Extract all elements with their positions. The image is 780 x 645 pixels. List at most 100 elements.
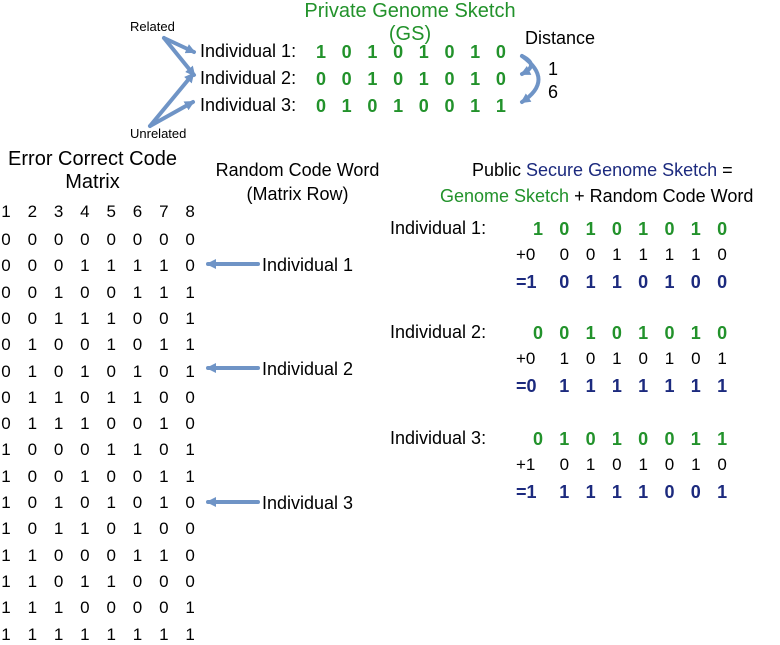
matrix-cell: 1 — [159, 335, 169, 355]
matrix-cell: 0 — [1, 414, 11, 434]
pointer-label-individual-2: Individual 2 — [262, 359, 354, 379]
matrix-cell: 1 — [27, 335, 38, 355]
unrelated-arrow-1 — [148, 72, 195, 128]
matrix-cell: 0 — [1, 361, 11, 381]
public-title-eq: = — [717, 160, 733, 180]
public-gs-bit: 1 — [690, 219, 701, 239]
public-title-line1: Public Secure Genome Sketch = — [472, 160, 733, 181]
matrix-cell: 0 — [106, 519, 116, 539]
matrix-cell: 1 — [132, 624, 143, 644]
private-individual-label: Individual 1: — [200, 41, 297, 61]
matrix-column-header: 4 — [80, 202, 90, 221]
public-individual-label: Individual 1: — [390, 218, 487, 238]
private-bit: 0 — [341, 42, 352, 62]
public-title-prefix: Public — [472, 160, 527, 180]
public-gs-bit: 1 — [585, 323, 596, 343]
matrix-column-header: 6 — [132, 202, 143, 221]
public-gs-bit: 1 — [585, 219, 596, 239]
matrix-cell: 0 — [185, 493, 195, 512]
private-bit: 1 — [341, 96, 352, 116]
public-gs-bit: 1 — [638, 323, 649, 343]
public-result-bit: 1 — [611, 376, 622, 396]
matrix-cell: 1 — [27, 598, 38, 618]
public-title-gs: Genome Sketch — [440, 186, 570, 206]
matrix-cell: 1 — [53, 519, 64, 539]
matrix-cell: 0 — [1, 256, 11, 276]
public-code-bit: 0 — [585, 245, 596, 264]
matrix-cell: 1 — [106, 440, 116, 460]
matrix-cell: 1 — [132, 361, 143, 381]
matrix-cell: 0 — [53, 466, 64, 486]
public-gs-bit: 1 — [532, 219, 543, 239]
matrix-cell: 1 — [80, 571, 90, 591]
matrix-cell: 0 — [27, 308, 38, 328]
public-gs-bit: 0 — [559, 219, 570, 239]
related-arrow-1 — [162, 36, 196, 54]
public-code-prefix: +0 — [516, 245, 536, 264]
public-result-bit: 0 — [638, 272, 649, 292]
public-result-bit: 1 — [611, 272, 622, 292]
matrix-cell: 0 — [106, 230, 116, 249]
matrix-cell: 0 — [159, 519, 169, 539]
matrix-cell: 0 — [53, 440, 64, 460]
public-gs-bit: 0 — [585, 429, 596, 449]
public-result-bit: 1 — [585, 376, 596, 396]
public-gs-bit: 0 — [664, 323, 675, 343]
matrix-cell: 1 — [185, 624, 195, 644]
private-bit: 1 — [367, 69, 378, 89]
matrix-cell: 0 — [106, 466, 116, 486]
public-code-bit: 1 — [691, 455, 701, 474]
private-individual-label: Individual 2: — [200, 68, 297, 88]
private-bit: 0 — [418, 96, 429, 116]
matrix-column-header: 3 — [53, 202, 64, 221]
matrix-cell: 1 — [1, 493, 11, 512]
matrix-cell: 0 — [106, 545, 116, 565]
distance-arrow-1 — [520, 54, 533, 76]
matrix-cell: 0 — [53, 571, 64, 591]
matrix-cell: 1 — [106, 624, 116, 644]
matrix-cell: 1 — [1, 545, 11, 565]
matrix-cell: 1 — [185, 440, 195, 460]
matrix-cell: 1 — [159, 493, 169, 512]
private-bit: 1 — [470, 69, 481, 89]
matrix-cell: 0 — [185, 256, 195, 276]
public-result-bit: 1 — [664, 272, 675, 292]
matrix-cell: 1 — [132, 387, 143, 407]
private-bit: 0 — [444, 96, 455, 116]
public-result-prefix: =1 — [516, 482, 537, 502]
public-individual-label: Individual 2: — [390, 322, 487, 342]
matrix-cell: 0 — [159, 230, 169, 249]
matrix-cell: 0 — [1, 387, 11, 407]
related-arrow-2 — [162, 36, 196, 77]
private-individual-label: Individual 3: — [200, 95, 297, 115]
public-gs-bit: 1 — [690, 429, 701, 449]
public-result-bit: 1 — [559, 482, 570, 502]
matrix-cell: 1 — [159, 545, 169, 565]
matrix-cell: 1 — [27, 545, 38, 565]
matrix-cell: 1 — [132, 256, 143, 276]
matrix-cell: 1 — [106, 387, 116, 407]
matrix-cell: 1 — [159, 624, 169, 644]
unrelated-label: Unrelated — [130, 126, 187, 141]
matrix-cell: 0 — [159, 598, 169, 618]
private-bit: 1 — [367, 42, 378, 62]
public-result-bit: 0 — [559, 272, 570, 292]
matrix-cell: 1 — [80, 466, 90, 486]
public-gs-bit: 1 — [559, 429, 570, 449]
matrix-cell: 0 — [185, 230, 195, 249]
public-gs-bit: 0 — [638, 429, 649, 449]
matrix-cell: 1 — [132, 545, 143, 565]
public-result-bit: 1 — [638, 376, 649, 396]
matrix-cell: 0 — [132, 571, 143, 591]
matrix-cell: 1 — [106, 256, 116, 276]
matrix-cell: 0 — [1, 282, 11, 302]
distance-label: Distance — [525, 28, 596, 48]
matrix-cell: 0 — [1, 308, 11, 328]
matrix-cell: 1 — [80, 308, 90, 328]
private-bit: 1 — [470, 42, 481, 62]
matrix-cell: 0 — [185, 571, 195, 591]
matrix-cell: 0 — [159, 361, 169, 381]
matrix-cell: 1 — [80, 624, 90, 644]
matrix-cell: 0 — [185, 545, 195, 565]
matrix-cell: 0 — [27, 493, 38, 512]
